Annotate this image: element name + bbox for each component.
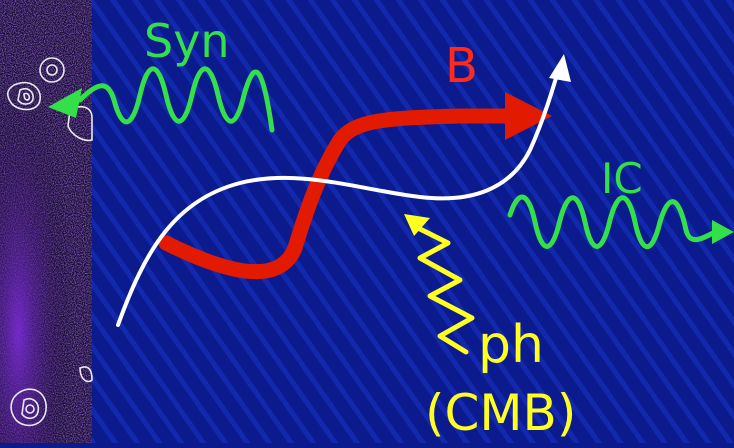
label-b: B (445, 38, 478, 94)
label-ph: ph (478, 315, 544, 375)
synchrotron-wave-arrow (48, 66, 275, 133)
contour-lines (6, 57, 93, 427)
label-syn: Syn (144, 14, 230, 68)
inverse-compton-wave-arrow (507, 194, 734, 249)
magnetic-field-arrow (158, 92, 552, 280)
electron-path-arrow (116, 54, 571, 327)
label-cmb: (CMB) (425, 384, 576, 442)
photon-zigzag-arrow (404, 214, 475, 355)
radio-image-panel (0, 0, 93, 443)
label-ic: IC (601, 154, 643, 203)
